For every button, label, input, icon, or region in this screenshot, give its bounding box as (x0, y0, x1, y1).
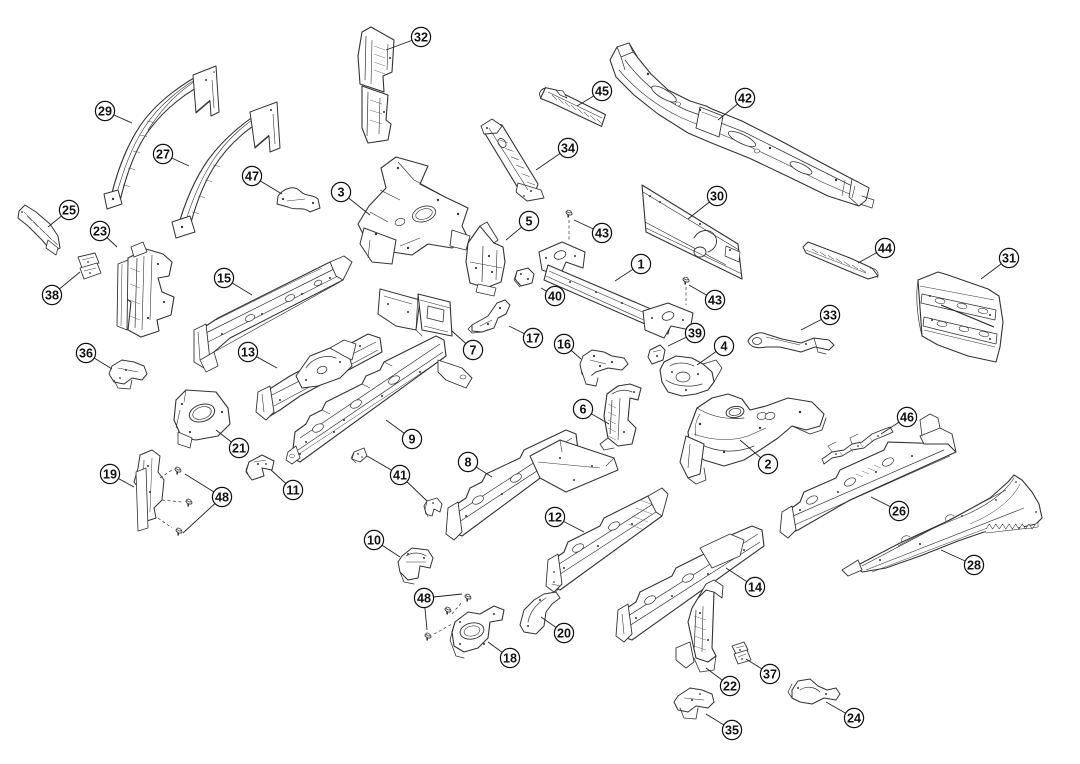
svg-text:22: 22 (723, 679, 737, 693)
svg-text:7: 7 (469, 343, 476, 357)
svg-text:5: 5 (525, 214, 532, 228)
svg-text:24: 24 (847, 711, 861, 725)
svg-text:48: 48 (417, 591, 431, 605)
svg-text:32: 32 (414, 30, 428, 44)
svg-text:20: 20 (557, 626, 571, 640)
svg-text:25: 25 (62, 203, 76, 217)
svg-text:21: 21 (232, 441, 246, 455)
svg-text:26: 26 (892, 504, 906, 518)
svg-text:41: 41 (393, 468, 407, 482)
svg-text:31: 31 (1002, 251, 1016, 265)
svg-text:13: 13 (241, 345, 255, 359)
svg-text:28: 28 (967, 558, 981, 572)
svg-text:10: 10 (367, 533, 381, 547)
svg-text:43: 43 (595, 226, 609, 240)
svg-text:42: 42 (738, 91, 752, 105)
svg-text:45: 45 (595, 84, 609, 98)
svg-text:48: 48 (215, 490, 229, 504)
svg-text:18: 18 (503, 651, 517, 665)
svg-text:19: 19 (103, 467, 117, 481)
svg-text:40: 40 (548, 289, 562, 303)
svg-text:34: 34 (561, 141, 575, 155)
svg-text:1: 1 (637, 257, 644, 271)
svg-text:29: 29 (98, 104, 112, 118)
svg-text:43: 43 (708, 293, 722, 307)
svg-text:27: 27 (156, 147, 170, 161)
svg-text:2: 2 (764, 457, 771, 471)
svg-text:8: 8 (464, 455, 471, 469)
svg-text:35: 35 (725, 723, 739, 737)
svg-text:15: 15 (217, 271, 231, 285)
svg-text:16: 16 (557, 337, 571, 351)
svg-text:9: 9 (408, 432, 415, 446)
svg-text:11: 11 (286, 483, 299, 497)
svg-text:33: 33 (823, 308, 837, 322)
svg-text:38: 38 (45, 288, 59, 302)
svg-text:6: 6 (579, 402, 586, 416)
svg-text:23: 23 (93, 224, 107, 238)
svg-text:44: 44 (878, 241, 892, 255)
svg-text:17: 17 (526, 331, 540, 345)
svg-text:39: 39 (688, 326, 702, 340)
svg-text:30: 30 (710, 189, 724, 203)
svg-text:12: 12 (548, 510, 562, 524)
svg-text:36: 36 (79, 346, 93, 360)
svg-text:4: 4 (720, 339, 727, 353)
svg-text:37: 37 (763, 667, 777, 681)
svg-text:3: 3 (337, 185, 344, 199)
svg-text:14: 14 (748, 580, 762, 594)
svg-text:46: 46 (900, 410, 914, 424)
svg-text:47: 47 (245, 169, 259, 183)
